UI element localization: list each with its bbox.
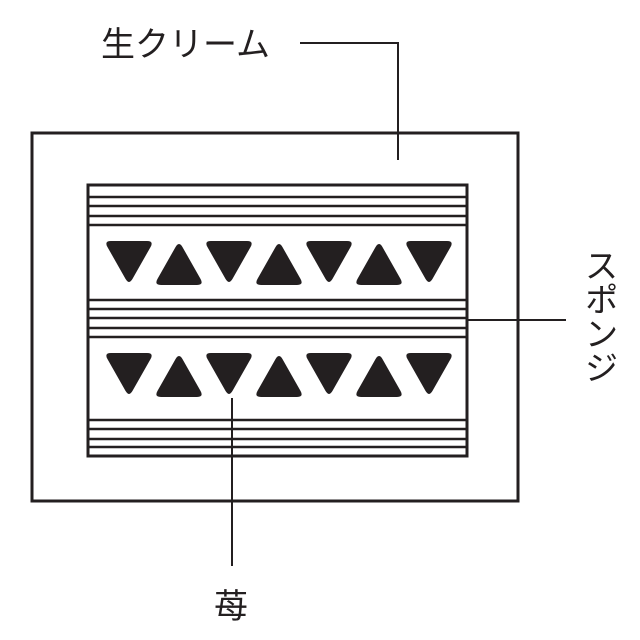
strawberry-piece [206, 353, 252, 394]
sponge-label: スポンジ [578, 248, 618, 384]
strawberry-piece [406, 241, 452, 282]
strawberry-rows [106, 241, 452, 397]
strawberry-piece [356, 356, 402, 397]
strawberry-piece [356, 244, 402, 285]
strawberry-piece [156, 244, 202, 285]
strawberry-label: 苺 [214, 587, 248, 627]
strawberry-piece [156, 356, 202, 397]
sponge-stripes [88, 195, 467, 449]
cream-label: 生クリーム [101, 25, 270, 65]
strawberry-piece [206, 241, 252, 282]
strawberry-piece [256, 244, 302, 285]
cream-leader-line [300, 42, 399, 160]
strawberry-piece [306, 241, 352, 282]
strawberry-piece [406, 353, 452, 394]
strawberry-piece [106, 241, 152, 282]
strawberry-piece [106, 353, 152, 394]
cream-outer-layer [30, 131, 520, 503]
strawberry-piece [256, 356, 302, 397]
strawberry-piece [306, 353, 352, 394]
